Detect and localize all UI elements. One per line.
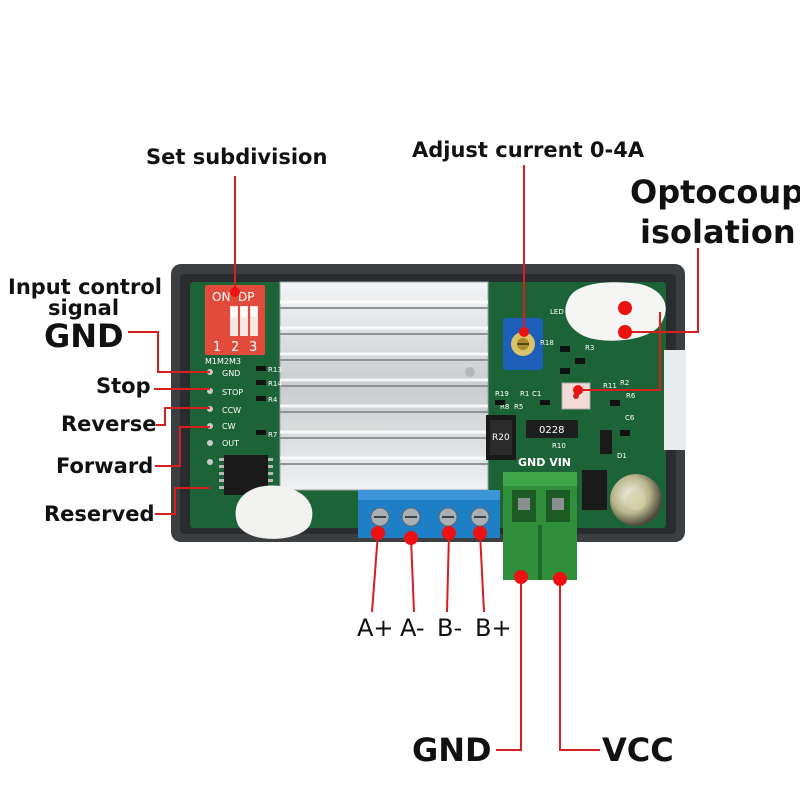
svg-text:R8: R8 xyxy=(500,403,509,411)
line-forward xyxy=(155,426,210,467)
callout-forward: Forward xyxy=(56,454,154,478)
svg-text:R4: R4 xyxy=(268,396,278,404)
callout-gnd-power: GND xyxy=(412,731,492,769)
callout-lines xyxy=(128,165,699,751)
svg-text:LED: LED xyxy=(550,308,564,316)
current-potentiometer[interactable] xyxy=(503,318,543,370)
header-label-out: OUT xyxy=(222,439,239,448)
svg-text:R19: R19 xyxy=(495,390,509,398)
line-reverse xyxy=(156,407,210,426)
r10-label: R10 xyxy=(552,442,566,450)
line-vcc xyxy=(559,579,600,751)
shunt-resistor-r20: R20 xyxy=(486,415,516,460)
svg-text:R3: R3 xyxy=(585,344,594,352)
smd-components-right xyxy=(495,346,630,510)
callout-adjust-current: Adjust current 0-4A xyxy=(412,138,645,162)
svg-text:R13: R13 xyxy=(268,366,282,374)
line-b-minus xyxy=(446,532,450,613)
dip-number-3: 3 xyxy=(249,340,257,355)
svg-text:R11: R11 xyxy=(603,382,617,390)
smd-components-left xyxy=(256,366,266,435)
callout-input-control-line1: Input control xyxy=(8,275,162,299)
callout-stop: Stop xyxy=(96,374,151,398)
callout-vcc-power: VCC xyxy=(602,731,674,769)
res-code-label: 0228 xyxy=(539,425,564,436)
motor-pin-a-plus: A+ xyxy=(357,614,394,642)
motor-pin-b-minus: B- xyxy=(437,614,463,642)
svg-text:C1: C1 xyxy=(532,390,541,398)
dip-dp-label: DP xyxy=(238,290,254,304)
callout-dots xyxy=(230,287,632,586)
svg-text:D1: D1 xyxy=(617,452,627,460)
header-label-stop: STOP xyxy=(222,388,243,397)
dip-on-label: ON xyxy=(212,290,230,304)
line-gnd-top xyxy=(128,331,210,373)
svg-text:R7: R7 xyxy=(268,431,277,439)
svg-text:R1: R1 xyxy=(520,390,529,398)
glue-blob-top-right xyxy=(565,282,666,341)
svg-text:C6: C6 xyxy=(625,414,635,422)
callout-gnd-input: GND xyxy=(44,317,124,355)
dip-switch[interactable]: ON DP 1 2 3 xyxy=(205,285,265,355)
line-opto-lower xyxy=(578,312,661,391)
callout-optocoupler-line1: Optocoup xyxy=(630,173,800,211)
svg-text:R18: R18 xyxy=(540,339,554,347)
svg-text:R6: R6 xyxy=(626,392,636,400)
svg-text:R5: R5 xyxy=(514,403,523,411)
header-label-gnd: GND xyxy=(222,369,240,378)
callout-optocoupler-line2: isolation xyxy=(640,213,796,251)
heatsink xyxy=(279,281,489,491)
line-reserved xyxy=(155,487,210,515)
line-a-plus xyxy=(371,532,379,613)
line-b-plus xyxy=(479,532,485,613)
glue-blob-bottom-left xyxy=(235,485,313,539)
header-label-cw: CW xyxy=(222,422,236,431)
dip-number-1: 1 xyxy=(213,340,221,355)
header-label-ccw: CCW xyxy=(222,406,241,415)
svg-text:R2: R2 xyxy=(620,379,629,387)
line-gnd-bottom xyxy=(496,577,522,751)
resistor-0228: 0228 R10 xyxy=(526,420,578,450)
line-opto-upper xyxy=(625,248,699,333)
callout-set-subdivision: Set subdivision xyxy=(146,145,328,169)
electrolytic-capacitor xyxy=(610,474,662,526)
callout-input-control-line2: signal xyxy=(48,296,120,320)
motor-pin-a-minus: A- xyxy=(400,614,425,642)
header-label-m1m2m3: M1M2M3 xyxy=(205,357,241,366)
power-terminal-label: GND VIN xyxy=(518,456,571,469)
svg-text:R14: R14 xyxy=(268,380,282,388)
callout-reverse: Reverse xyxy=(61,412,157,436)
terminal-screw xyxy=(370,507,490,527)
line-a-minus xyxy=(410,537,415,613)
dip-number-2: 2 xyxy=(231,340,239,355)
callout-reserved: Reserved xyxy=(44,502,155,526)
power-terminal-block xyxy=(503,472,577,580)
motor-pin-b-plus: B+ xyxy=(475,614,512,642)
r20-label: R20 xyxy=(492,433,510,443)
enclosure-edge xyxy=(664,350,686,450)
